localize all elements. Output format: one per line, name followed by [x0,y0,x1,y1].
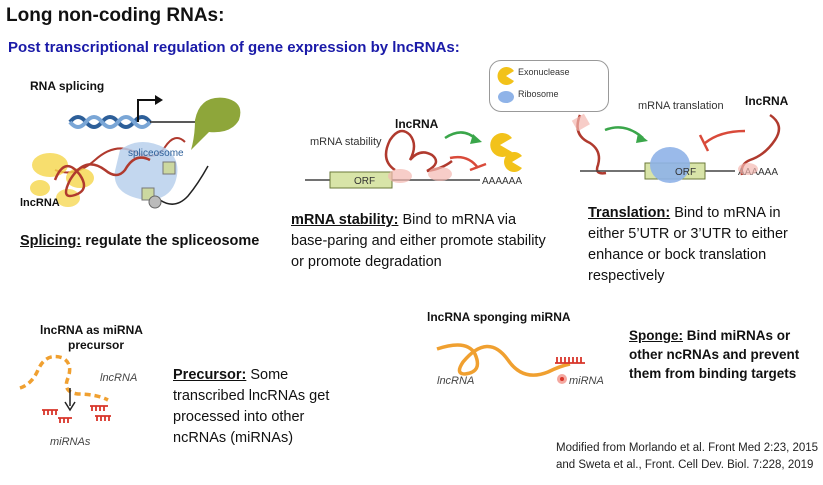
stability-caption-text: Bind to mRNA via base-paring and either … [291,212,546,270]
spliceosome-label: spliceosome [128,148,184,159]
splicing-lncrna-strand [53,156,151,198]
stability-orf-label: ORF [354,176,375,187]
stability-diagram: mRNA stability lncRNA ORF AAAAAA [305,117,522,189]
stability-lncrna-strand [384,129,453,173]
tss-arrow-icon [137,95,163,122]
exonuclease-icon [490,133,522,172]
stability-polya-label: AAAAAA [482,176,522,187]
precursor-diagram-title-2: precursor [68,338,124,352]
precursor-diagram: lncRNA as miRNA precursor lncRNA miRNAs [19,323,143,448]
processing-arrow-icon [64,388,76,412]
splicing-caption: Splicing: regulate the spliceosome [20,231,260,252]
spliceosome-icon [114,141,178,200]
stability-caption-head: mRNA stability: [291,212,399,228]
translation-caption-text: Bind to mRNA in either 5’UTR or 3’UTR to… [588,205,788,284]
sponge-caption-head: Sponge: [629,328,683,343]
source-credit: Modified from Morlando et al. Front Med … [556,440,821,474]
splicing-diagram-title: RNA splicing [30,79,104,93]
precursor-mirnas-label: miRNAs [50,436,91,448]
sponge-mirna-label: miRNA [569,375,604,387]
sponge-caption-text: Bind miRNAs or other ncRNAs and prevent … [629,328,800,381]
source-credit-line-2: and Sweta et al., Front. Cell Dev. Biol.… [556,459,814,471]
sponge-diagram: lncRNA sponging miRNA lncRNA miRNA [427,310,604,387]
legend-exonuclease-label: Exonuclease [518,67,570,77]
ribosome-icon [650,147,690,183]
sponge-lncrna-label: lncRNA [437,375,474,387]
sponge-caption: Sponge: Bind miRNAs or other ncRNAs and … [629,326,819,383]
ribosome-legend-icon [498,91,514,103]
splicing-caption-head: Splicing: [20,233,82,249]
translation-diagram-title: mRNA translation [638,100,724,112]
inhibit-arrow-icon [449,155,480,169]
translation-polya-label: AAAAAA [738,167,778,178]
bound-mirna-icon [555,357,585,384]
enhance-arrow-icon [604,126,644,139]
splicing-diagram: RNA splicing spliceosome lncRNA [20,79,241,209]
page-subtitle: Post transcriptional regulation of gene … [8,39,460,56]
translation-lncrna-label: lncRNA [745,94,789,108]
translation-diagram: mRNA translation lncRNA ORF AAAAAA [571,94,789,183]
stability-lncrna-label: lncRNA [395,117,439,131]
precursor-lncrna-strand [19,354,109,402]
splicing-caption-text: regulate the spliceosome [81,233,260,249]
translation-caption-head: Translation: [588,205,671,221]
precursor-diagram-title-1: lncRNA as miRNA [40,323,143,337]
splicing-lncrna-label: lncRNA [20,197,60,209]
precursor-caption-head: Precursor: [173,367,247,383]
source-credit-line-1: Modified from Morlando et al. Front Med … [556,442,819,454]
mirnas-icon [42,405,111,423]
stability-diagram-title: mRNA stability [310,136,382,148]
stability-caption: mRNA stability: Bind to mRNA via base-pa… [291,210,551,273]
page-title: Long non-coding RNAs: [6,5,225,26]
precursor-lncrna-label: lncRNA [100,372,137,384]
legend-box: Exonuclease Ribosome [489,60,609,112]
exonuclease-legend-icon [497,67,514,85]
sponge-diagram-title: lncRNA sponging miRNA [427,310,571,324]
precursor-caption-text: Some transcribed lncRNAs get processed i… [173,367,330,446]
translation-lncrna-strand-5utr [576,114,607,175]
translation-orf-label: ORF [675,167,696,178]
legend-ribosome-label: Ribosome [518,89,559,99]
translation-caption: Translation: Bind to mRNA in either 5’UT… [588,203,818,287]
splicing-factors-icon [30,153,94,207]
block-arrow-icon [704,129,746,144]
sponge-lncrna-strand [436,343,571,377]
precursor-caption: Precursor: Some transcribed lncRNAs get … [173,365,353,449]
rna-polymerase-icon [191,97,241,150]
